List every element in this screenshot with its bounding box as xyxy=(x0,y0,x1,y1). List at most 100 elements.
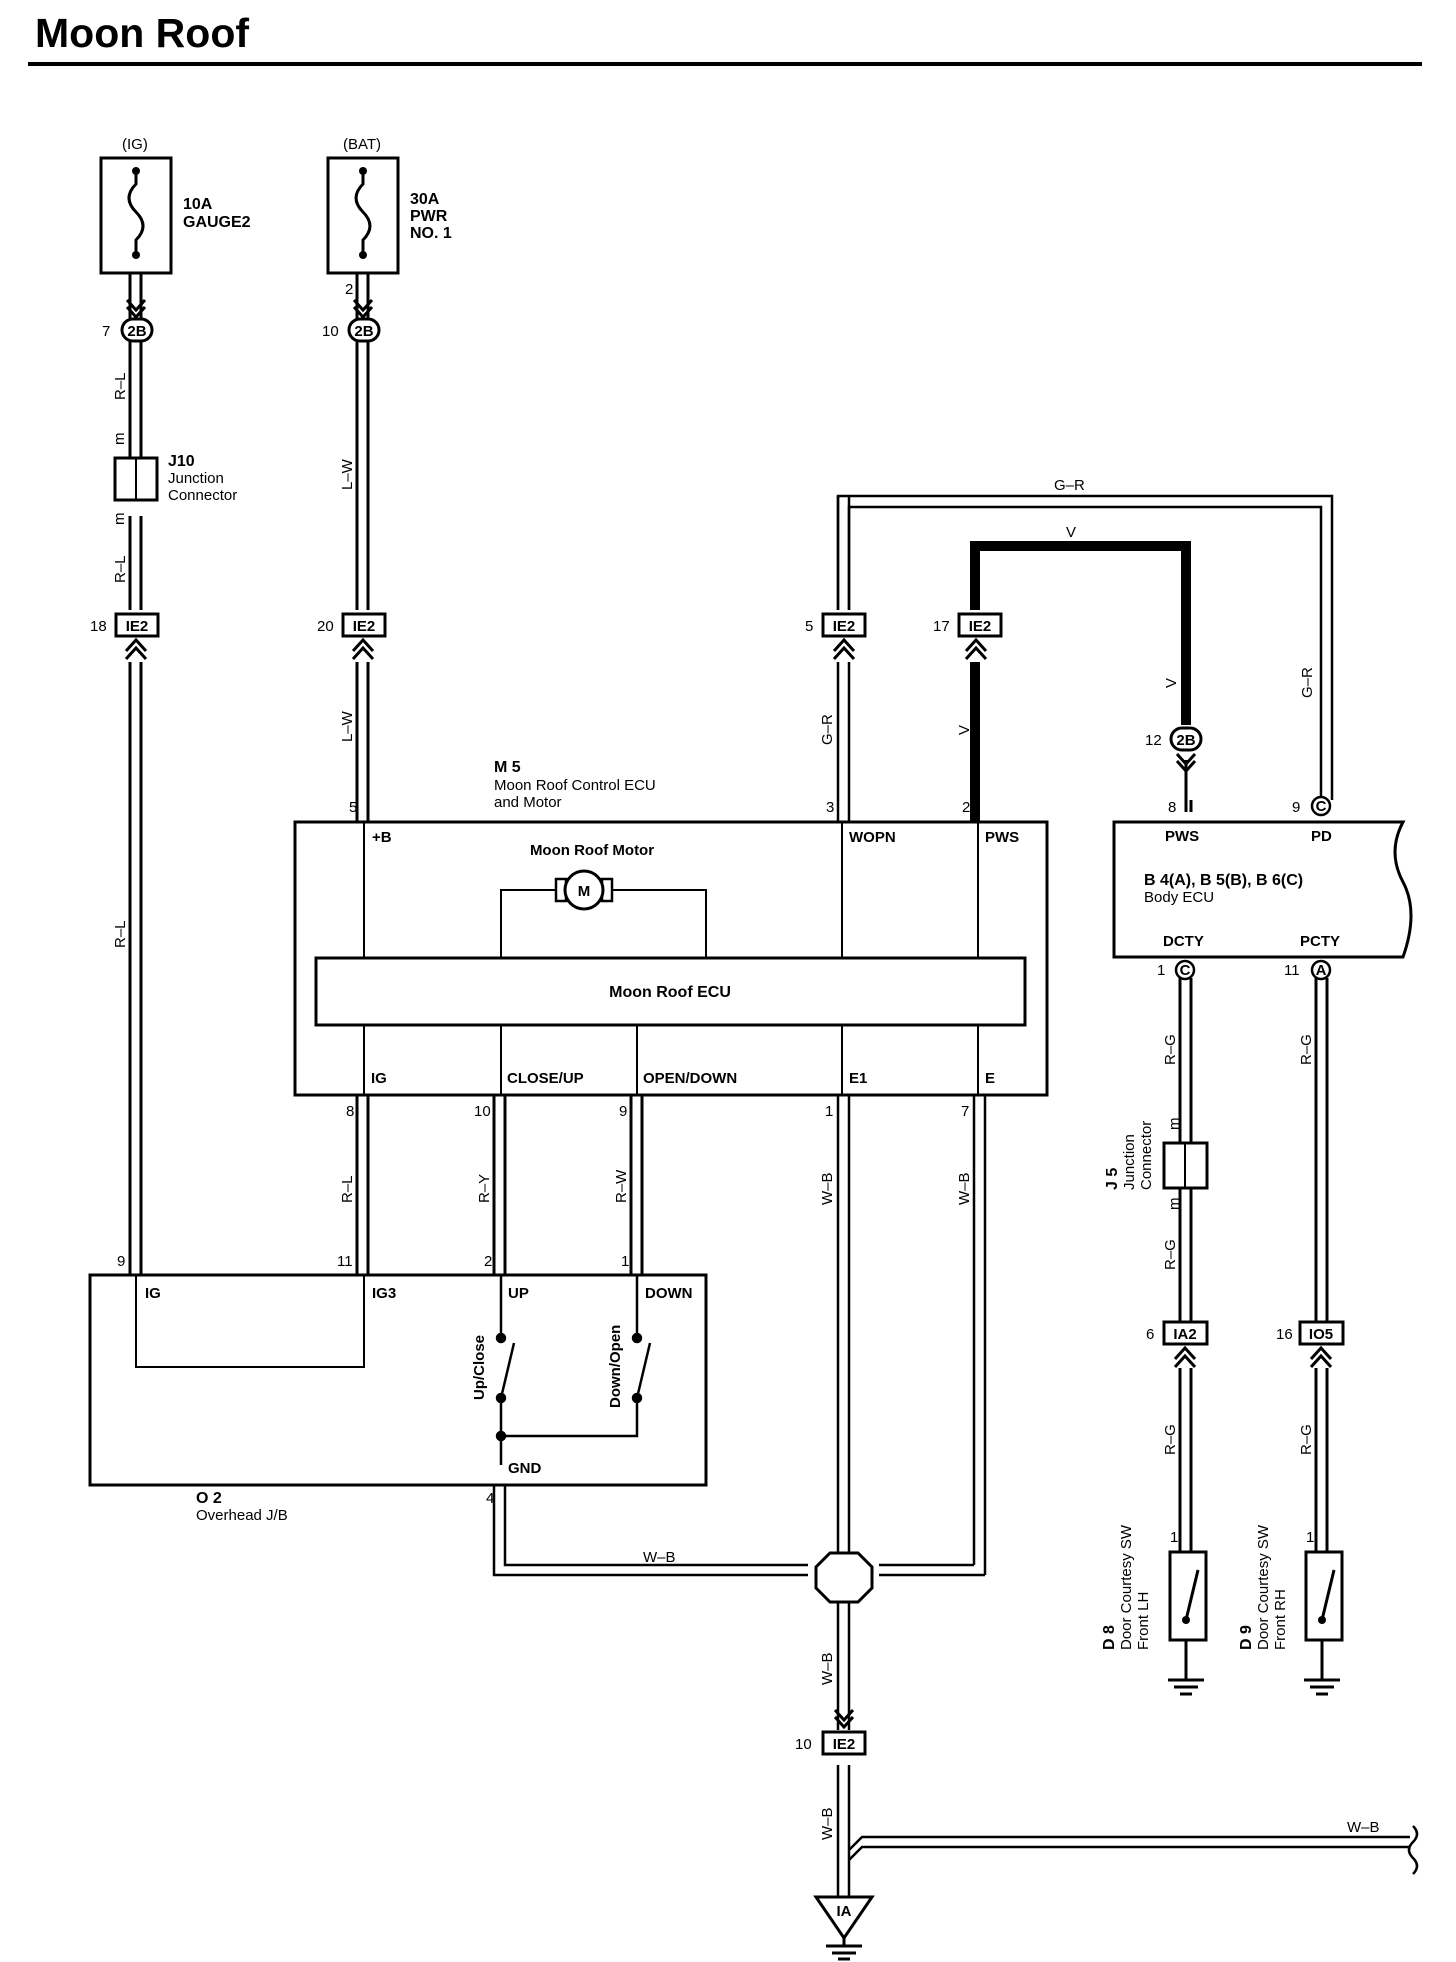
connector-label: C xyxy=(1316,798,1327,815)
terminal-pcty: PCTY xyxy=(1300,933,1340,950)
j5-id: J 5 xyxy=(1104,1168,1121,1190)
wire-color-label: W–B xyxy=(956,1172,973,1205)
connector-label: IE2 xyxy=(833,618,856,635)
connector-ia2: IA2 6 xyxy=(1146,1320,1209,1369)
pin-label: 7 xyxy=(961,1103,969,1120)
connector-label: A xyxy=(1316,962,1327,979)
body-ecu: 8 9 C PWS PD B 4(A), B 5(B), B 6(C) Body… xyxy=(1112,795,1413,981)
wire-color-label: R–L xyxy=(112,920,129,948)
m5-line2: and Motor xyxy=(494,794,562,811)
ground-icon xyxy=(1168,1678,1204,1696)
connector-label: IE2 xyxy=(126,618,149,635)
terminal-pws: PWS xyxy=(985,829,1019,846)
pin-label: 10 xyxy=(322,323,339,340)
pin-label: 7 xyxy=(102,323,110,340)
wire-color-label: R–G xyxy=(1298,1424,1315,1455)
connector-ie2-5: IE2 5 xyxy=(805,612,867,661)
wire-color-label: W–B xyxy=(819,1652,836,1685)
fuse-ig-gauge2: (IG) 10A GAUGE2 xyxy=(99,136,251,275)
pin-label: 20 xyxy=(317,618,334,635)
m5-id: M 5 xyxy=(494,759,521,776)
pin-label: 1 xyxy=(621,1253,629,1270)
wire-color-label: R–G xyxy=(1162,1034,1179,1065)
wire-color-label: R–L xyxy=(112,372,129,400)
fuse-bat-name2: NO. 1 xyxy=(410,225,452,242)
body-ecu-ids: B 4(A), B 5(B), B 6(C) xyxy=(1144,872,1303,889)
wire-color-label: G–R xyxy=(819,714,836,745)
pin-label: 9 xyxy=(1292,799,1300,816)
d9-id: D 9 xyxy=(1238,1625,1255,1650)
terminal-wopn: WOPN xyxy=(849,829,896,846)
m5-line1: Moon Roof Control ECU xyxy=(494,777,656,794)
connector-2b-ig: 2B 7 xyxy=(102,298,154,343)
o2-overhead-jb: 9 11 2 1 IG IG3 UP DOWN Up/Close Down/Op… xyxy=(88,1253,708,1524)
connector-io5: IO5 16 xyxy=(1276,1320,1345,1369)
pin-label: 16 xyxy=(1276,1326,1293,1343)
moon-roof-ecu-block xyxy=(314,956,1027,1027)
motor-icon: M xyxy=(554,869,614,911)
junction-connector-j10: m m J10 Junction Connector xyxy=(111,433,237,526)
wire-color-label: L–W xyxy=(339,458,356,490)
connector-label: 2B xyxy=(127,323,146,340)
j10-line1: Junction xyxy=(168,470,224,487)
jc-mark: m xyxy=(111,433,128,446)
pin-label: 9 xyxy=(619,1103,627,1120)
terminal-e1: E1 xyxy=(849,1070,867,1087)
connector-label: IA2 xyxy=(1173,1326,1196,1343)
wire-color-label: W–B xyxy=(1347,1819,1380,1836)
ecu-label: Moon Roof ECU xyxy=(609,984,731,1001)
fuse-ig-name: GAUGE2 xyxy=(183,214,251,231)
terminal-close-up: CLOSE/UP xyxy=(507,1070,584,1087)
connector-ie2-20: IE2 20 xyxy=(317,612,387,661)
pin-label: 1 xyxy=(1157,962,1165,979)
pin-label: 18 xyxy=(90,618,107,635)
jc-mark: m xyxy=(1166,1198,1183,1211)
d8-line1: Door Courtesy SW xyxy=(1118,1524,1135,1650)
connector-label: 2B xyxy=(354,323,373,340)
terminal-pws: PWS xyxy=(1165,828,1199,845)
ground-ia: IA xyxy=(813,1895,875,1961)
d8-id: D 8 xyxy=(1101,1625,1118,1650)
pin-label: 10 xyxy=(795,1736,812,1753)
wiring-lines xyxy=(128,262,1419,1900)
connector-2b-bat: 2B 10 xyxy=(322,298,381,343)
jc-mark: m xyxy=(111,513,128,526)
wire-color-label: W–B xyxy=(819,1807,836,1840)
wire-color-label: W–B xyxy=(643,1549,676,1566)
wire-color-label: R–W xyxy=(613,1169,630,1203)
body-ecu-name: Body ECU xyxy=(1144,889,1214,906)
pin-label: 8 xyxy=(1168,799,1176,816)
wire-color-label: V xyxy=(1066,524,1076,541)
wire-color-label: R–G xyxy=(1298,1034,1315,1065)
m5-control-ecu: M 5 Moon Roof Control ECU and Motor 5 3 … xyxy=(293,759,1049,1120)
pin-label: 2 xyxy=(345,281,353,298)
terminal-dcty: DCTY xyxy=(1163,933,1204,950)
pin-label: 1 xyxy=(1306,1529,1314,1546)
wire-color-label: R–G xyxy=(1162,1239,1179,1270)
connector-2b-body: 2B 12 xyxy=(1145,726,1203,812)
pin-label: 3 xyxy=(826,799,834,816)
switch-up-close: Up/Close xyxy=(471,1335,488,1400)
d9-line2: Front RH xyxy=(1272,1589,1289,1650)
fuse-icon xyxy=(354,171,372,255)
j5-line1: Junction xyxy=(1121,1134,1138,1190)
terminal-pd: PD xyxy=(1311,828,1332,845)
j10-line2: Connector xyxy=(168,487,237,504)
connector-ie2-10: IE2 10 xyxy=(795,1708,867,1756)
pin-label: 17 xyxy=(933,618,950,635)
pin-label: 1 xyxy=(825,1103,833,1120)
pin-label: 2 xyxy=(962,799,970,816)
pin-label: 11 xyxy=(1284,962,1300,979)
wire-color-label: R–L xyxy=(112,555,129,583)
connector-label: IE2 xyxy=(353,618,376,635)
connector-label: 2B xyxy=(1176,732,1195,749)
wire-color-label: W–B xyxy=(819,1172,836,1205)
wire-color-label: R–Y xyxy=(476,1174,493,1203)
switch-icon xyxy=(495,1275,652,1465)
fuse-bat-rating: 30A xyxy=(410,191,440,208)
connector-ie2-17: IE2 17 xyxy=(933,612,1003,661)
pin-label: 11 xyxy=(337,1253,353,1270)
terminal-down: DOWN xyxy=(645,1285,693,1302)
fuse-ig-rating: 10A xyxy=(183,196,213,213)
